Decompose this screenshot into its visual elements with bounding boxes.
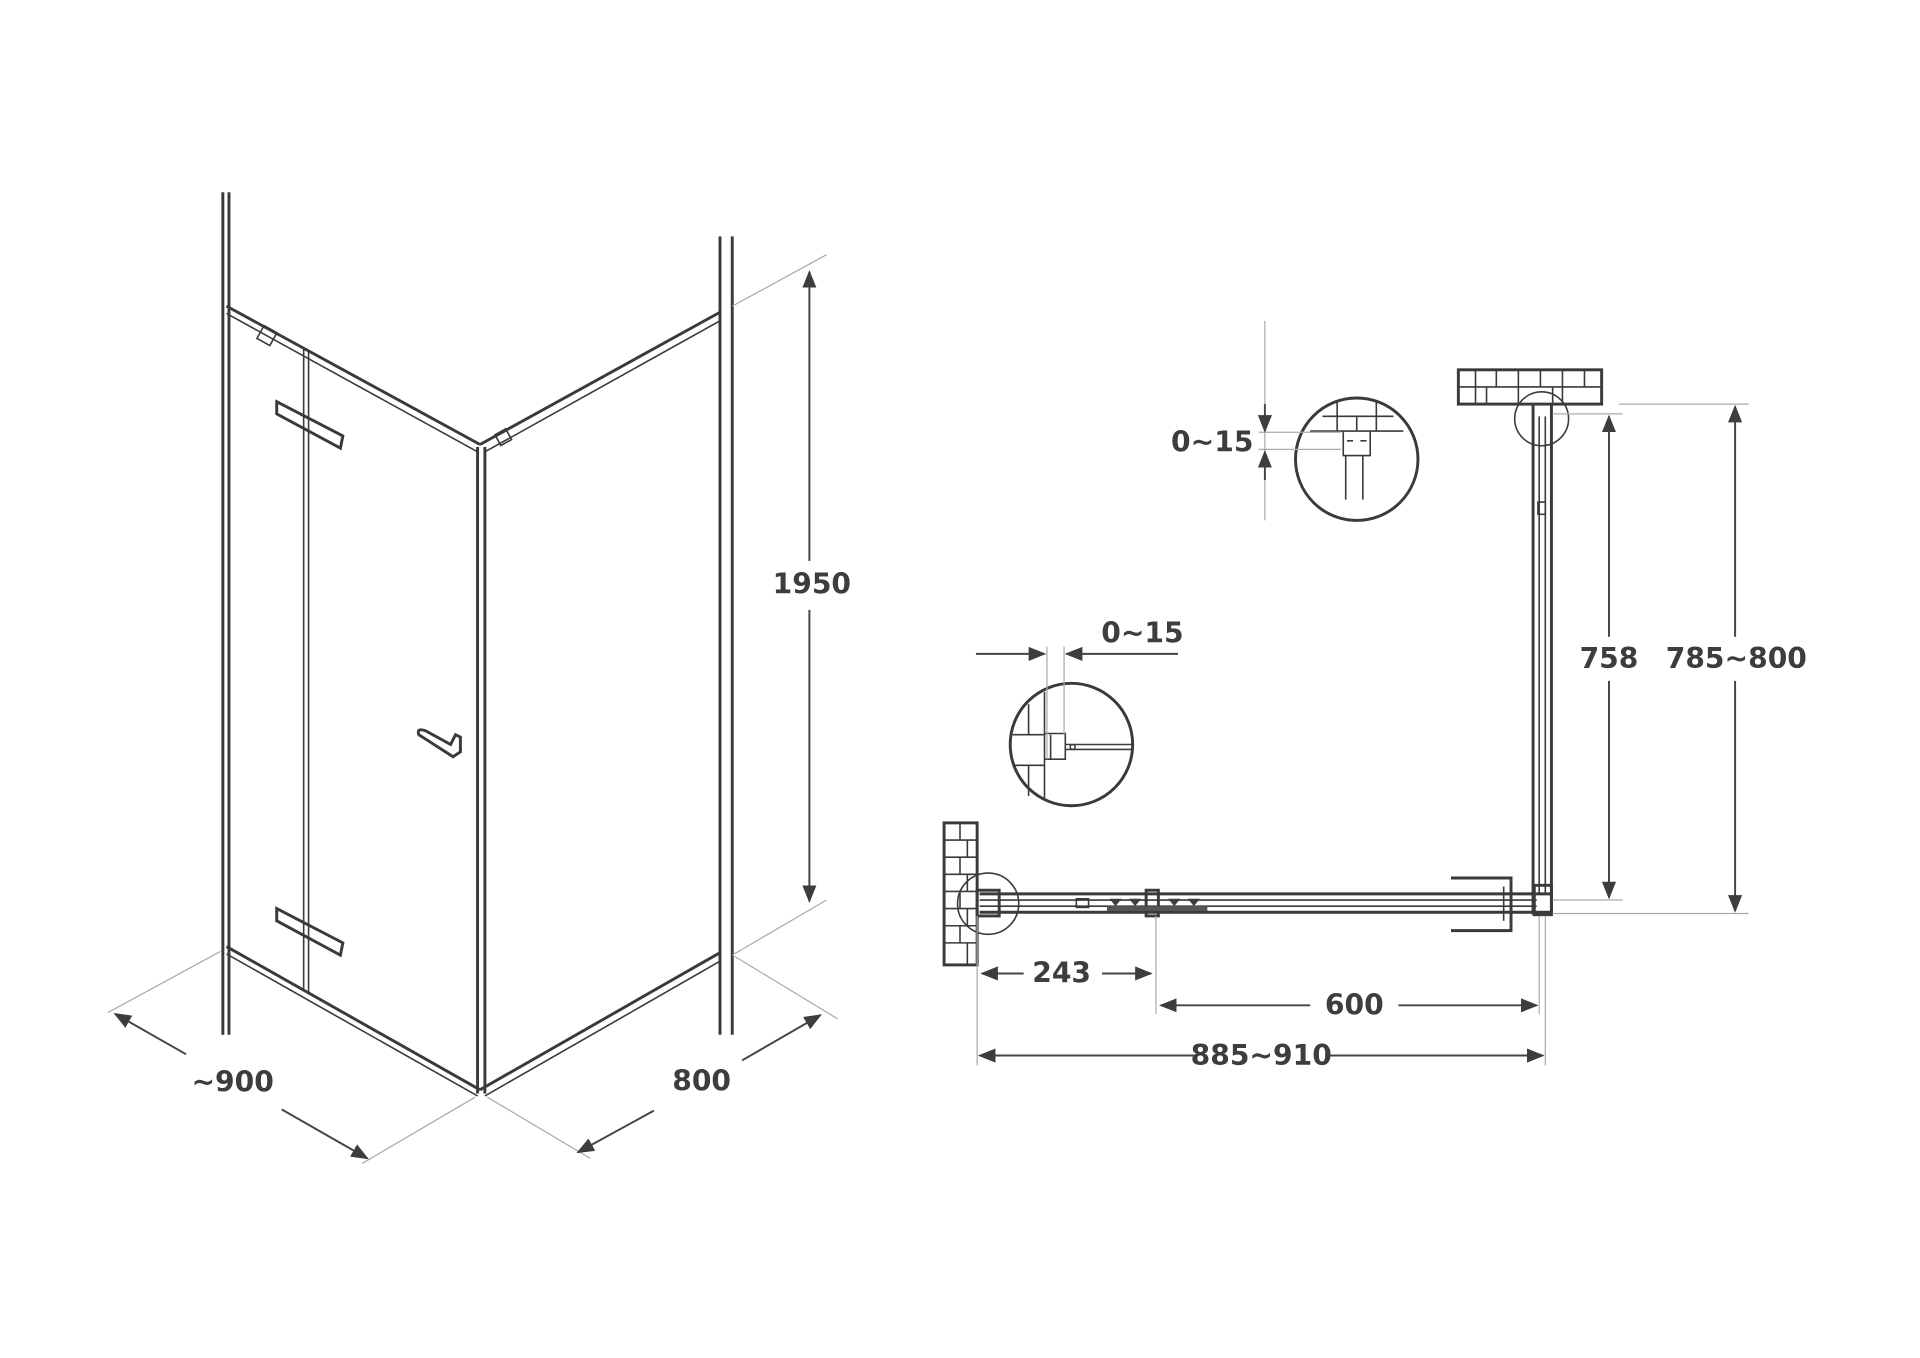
top-wall-bricks — [1456, 368, 1604, 406]
fixed-side-panel — [476, 310, 721, 1097]
plan-view: 0~15 0~15 758 785~800 243 600 885~910 — [942, 320, 1807, 1072]
overall-width-label: 885~910 — [1191, 1039, 1332, 1072]
door-handle-plan — [1451, 876, 1513, 933]
side-panel-plan — [1531, 404, 1553, 917]
detail-side-gap-label: 0~15 — [1101, 616, 1183, 649]
isometric-view: 1950 ~900 800 — [107, 192, 851, 1164]
inner-depth-label: 758 — [1580, 642, 1639, 675]
depth-dimension-label: 800 — [672, 1064, 731, 1097]
fixed-panel-width-label: 243 — [1032, 957, 1091, 990]
wall-lines — [221, 192, 734, 1035]
door-opening-label: 600 — [1325, 989, 1384, 1022]
outer-depth-label: 785~800 — [1666, 642, 1807, 675]
detail-circle-left — [1008, 681, 1135, 808]
detail-marker-top — [1513, 391, 1570, 447]
width-dimension-label: ~900 — [191, 1066, 273, 1099]
left-wall-bricks — [942, 821, 979, 967]
detail-marker-left — [956, 872, 1020, 936]
detail-top-gap-label: 0~15 — [1171, 425, 1253, 458]
door-handle — [416, 728, 462, 759]
door-panel — [225, 304, 481, 1097]
hinge-bottom — [275, 906, 345, 958]
detail-circle-top — [1294, 396, 1420, 522]
front-panel-plan — [975, 876, 1552, 933]
height-dimension-label: 1950 — [773, 567, 851, 600]
hinge-top — [275, 399, 345, 451]
